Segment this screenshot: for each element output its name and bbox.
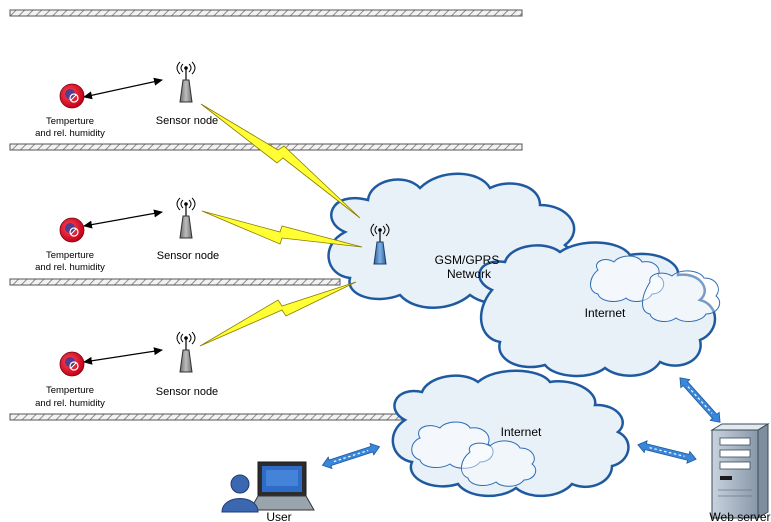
humidity-sensor-icon — [59, 83, 85, 109]
sensor-label: Temperture — [46, 116, 94, 127]
sensor-node-label: Sensor node — [156, 386, 218, 398]
antenna-icon — [176, 331, 196, 373]
floor-1 — [9, 9, 523, 17]
sensor-node-label: Sensor node — [157, 250, 219, 262]
laptop-icon — [249, 461, 315, 511]
antenna-icon — [176, 61, 196, 103]
internet-bottom-cloud-icon — [391, 369, 630, 498]
floor-4 — [9, 413, 411, 421]
user-label: User — [266, 510, 291, 522]
sensor-node-label: Sensor node — [156, 115, 218, 127]
gsm-label-line2: Network — [447, 267, 492, 281]
data-link-arrow — [320, 440, 382, 472]
gsm-label-line1: GSM/GPRS — [435, 253, 500, 267]
data-link-arrow — [635, 438, 699, 466]
sensor-link-arrow — [83, 77, 163, 100]
sensor-link-arrow — [83, 347, 163, 365]
sensor-label: Temperture — [46, 385, 94, 396]
server-icon — [710, 423, 770, 519]
lightning-icon — [200, 103, 361, 219]
floor-3 — [9, 278, 341, 286]
user-icon — [221, 474, 259, 513]
sensor-label-line2: and rel. humidity — [35, 398, 105, 409]
internet-bottom-label: Internet — [501, 425, 542, 439]
lightning-icon — [201, 210, 363, 248]
sensor-label-line2: and rel. humidity — [35, 262, 105, 273]
sensor-link-arrow — [83, 209, 163, 229]
lightning-icon — [199, 281, 357, 347]
humidity-sensor-icon — [59, 351, 85, 377]
data-link-arrow — [674, 373, 726, 427]
sensor-label: Temperture — [46, 250, 94, 261]
internet-top-label: Internet — [585, 306, 626, 320]
antenna-icon — [176, 197, 196, 239]
humidity-sensor-icon — [59, 217, 85, 243]
internet-top-cloud-icon — [478, 241, 721, 378]
server-label: Web server — [709, 510, 770, 522]
sensor-label-line2: and rel. humidity — [35, 128, 105, 139]
